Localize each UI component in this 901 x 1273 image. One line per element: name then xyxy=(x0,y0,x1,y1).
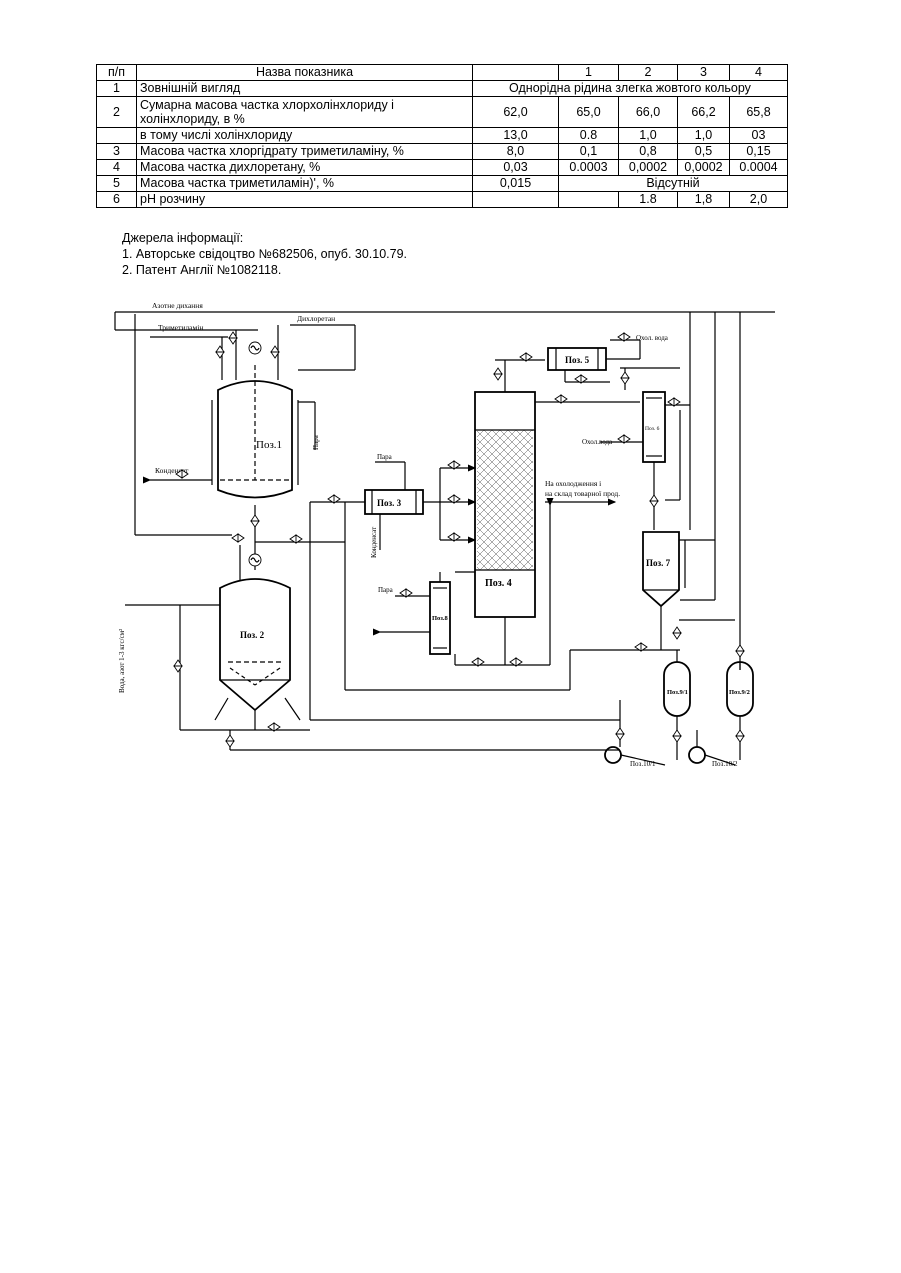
header-num: п/п xyxy=(97,65,137,81)
row-v1: 0,1 xyxy=(559,144,619,160)
header-c2: 2 xyxy=(619,65,678,81)
row-merged-value: Однорідна рідина злегка жовтого кольору xyxy=(473,81,788,97)
table-row: 5 Масова частка триметиламін)', % 0,015 … xyxy=(97,176,788,192)
label-steam2: Пара xyxy=(377,453,393,461)
label-pos7: Поз. 7 xyxy=(646,558,671,568)
row-v2: 1.8 xyxy=(619,192,678,208)
row-v4: 03 xyxy=(730,128,788,144)
row-num: 3 xyxy=(97,144,137,160)
label-steam1: Пара xyxy=(312,434,320,450)
header-name: Назва показника xyxy=(137,65,473,81)
reactor-pos2 xyxy=(125,545,620,750)
row-v3: 1,0 xyxy=(678,128,730,144)
label-pos101: Поз.10/1 xyxy=(630,760,656,768)
row-v0: 62,0 xyxy=(473,97,559,128)
label-warehouse: на склад товарної прод. xyxy=(545,489,620,498)
right-vertical-lines xyxy=(680,312,740,670)
row-v1 xyxy=(559,192,619,208)
label-condensate2: Конденсат xyxy=(370,527,378,558)
label-pos91: Поз.9/1 xyxy=(667,689,688,696)
row-name: в тому числі холінхлориду xyxy=(137,128,473,144)
tank-pos91 xyxy=(664,650,690,760)
condenser-pos5 xyxy=(548,340,680,390)
row-merged-value: Відсутній xyxy=(559,176,788,192)
sources-block: Джерела інформації: 1. Авторське свідоцт… xyxy=(122,230,407,278)
label-trimethylamine: Триметиламін xyxy=(158,323,203,332)
row-v2: 0,8 xyxy=(619,144,678,160)
row-v0: 0,03 xyxy=(473,160,559,176)
row-num: 2 xyxy=(97,97,137,128)
collector-pos7 xyxy=(643,532,735,650)
row-v1: 0.0003 xyxy=(559,160,619,176)
row-num: 1 xyxy=(97,81,137,97)
row-v3: 0,5 xyxy=(678,144,730,160)
source-item: 2. Патент Англії №1082118. xyxy=(122,262,407,278)
label-pos6: Поз. 6 xyxy=(645,426,660,432)
label-coolwater1: Охол. вода xyxy=(636,334,669,342)
table-row: 3 Масова частка хлоргідрату триметиламін… xyxy=(97,144,788,160)
row-v0: 8,0 xyxy=(473,144,559,160)
label-pos102: Поз.10/2 xyxy=(712,760,738,768)
label-pos1: Поз.1 xyxy=(256,439,282,451)
header-c1: 1 xyxy=(559,65,619,81)
tank-pos92 xyxy=(727,662,753,760)
header-c4: 4 xyxy=(730,65,788,81)
label-pos3: Поз. 3 xyxy=(377,498,402,508)
row-name: Масова частка хлоргідрату триметиламіну,… xyxy=(137,144,473,160)
quality-indicators-table: п/п Назва показника 1 2 3 4 1 Зовнішній … xyxy=(96,64,788,208)
label-steam3: Пара xyxy=(378,586,394,594)
row-num: 4 xyxy=(97,160,137,176)
row-num xyxy=(97,128,137,144)
row-v2: 66,0 xyxy=(619,97,678,128)
row-name: Масова частка триметиламін)', % xyxy=(137,176,473,192)
row-v1: 65,0 xyxy=(559,97,619,128)
row-v0: 13,0 xyxy=(473,128,559,144)
reactor-pos1 xyxy=(150,325,355,570)
row-num: 6 xyxy=(97,192,137,208)
header-c0 xyxy=(473,65,559,81)
header-c3: 3 xyxy=(678,65,730,81)
table-row: 1 Зовнішній вигляд Однорідна рідина злег… xyxy=(97,81,788,97)
column-pos4 xyxy=(455,360,640,665)
row-name: Сумарна масова частка хлорхолінхлориду і… xyxy=(137,97,473,128)
row-v1: 0.8 xyxy=(559,128,619,144)
label-coolwater2: Охол.вода xyxy=(582,438,613,446)
source-item: 1. Авторське свідоцтво №682506, опуб. 30… xyxy=(122,246,407,262)
label-pos2: Поз. 2 xyxy=(240,630,265,640)
condenser-pos6 xyxy=(600,392,690,530)
row-v2: 1,0 xyxy=(619,128,678,144)
row-v3: 0,0002 xyxy=(678,160,730,176)
label-pos92: Поз.9/2 xyxy=(729,689,750,696)
row-v3: 1,8 xyxy=(678,192,730,208)
label-pos5: Поз. 5 xyxy=(565,355,590,365)
sources-title: Джерела інформації: xyxy=(122,230,407,246)
label-pos4: Поз. 4 xyxy=(485,578,512,589)
row-v0 xyxy=(473,192,559,208)
row-name: pH розчину xyxy=(137,192,473,208)
row-v4: 0.0004 xyxy=(730,160,788,176)
table-row: 2 Сумарна масова частка хлорхолінхлориду… xyxy=(97,97,788,128)
heater-pos8 xyxy=(380,572,475,665)
row-v2: 0,0002 xyxy=(619,160,678,176)
row-v0: 0,015 xyxy=(473,176,559,192)
process-flow-diagram: Азотне дихання Дихлоретан Триметиламін П… xyxy=(0,290,901,770)
label-pos8: Поз.8 xyxy=(432,615,449,622)
row-v4: 2,0 xyxy=(730,192,788,208)
row-num: 5 xyxy=(97,176,137,192)
label-dichloroethane: Дихлоретан xyxy=(297,314,335,323)
label-cooling: На охолодження і xyxy=(545,479,601,488)
table-row: в тому числі холінхлориду 13,0 0.8 1,0 1… xyxy=(97,128,788,144)
row-name: Масова частка дихлоретану, % xyxy=(137,160,473,176)
row-v4: 0,15 xyxy=(730,144,788,160)
pump-pos101 xyxy=(605,700,665,765)
row-v4: 65,8 xyxy=(730,97,788,128)
label-water: Вода, азот 1-3 кгс/см² xyxy=(118,629,126,693)
row-name: Зовнішній вигляд xyxy=(137,81,473,97)
label-nitrogen: Азотне дихання xyxy=(152,301,203,310)
table-row: 4 Масова частка дихлоретану, % 0,03 0.00… xyxy=(97,160,788,176)
table-header-row: п/п Назва показника 1 2 3 4 xyxy=(97,65,788,81)
row-v3: 66,2 xyxy=(678,97,730,128)
table-row: 6 pH розчину 1.8 1,8 2,0 xyxy=(97,192,788,208)
